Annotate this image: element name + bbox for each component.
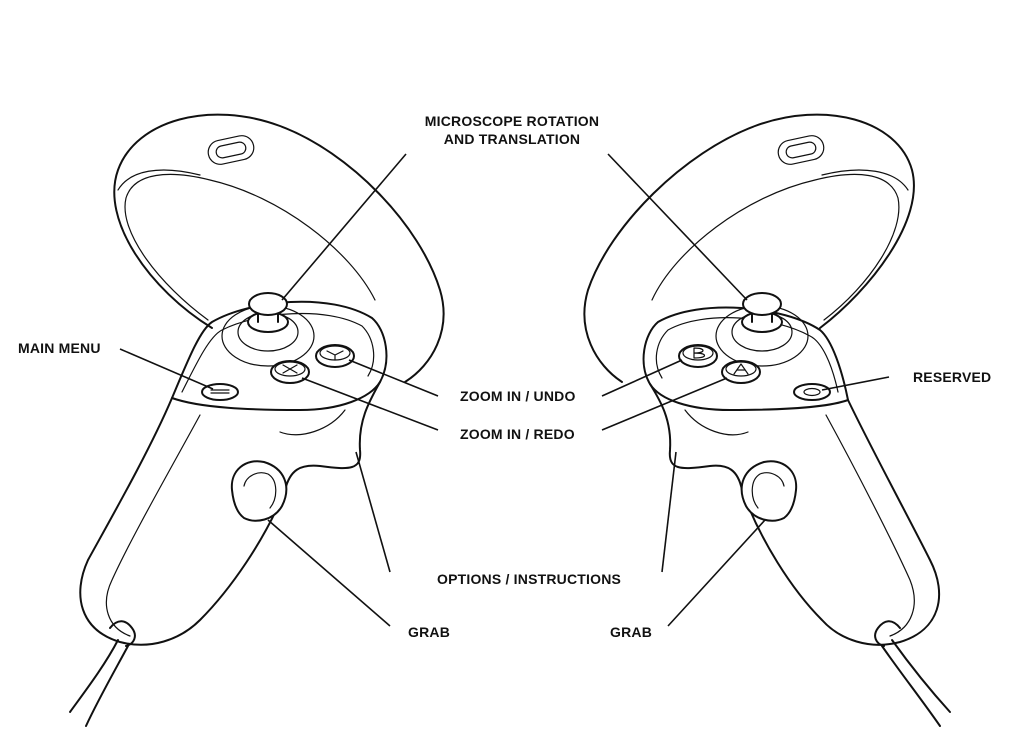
right-vr-controller-icon xyxy=(583,113,951,727)
leader-zoom-undo-left xyxy=(348,359,439,397)
leader-lines xyxy=(119,153,890,627)
leader-main-menu xyxy=(119,348,214,390)
leader-microscope-right xyxy=(607,153,748,301)
leader-grab-left xyxy=(267,519,391,627)
leader-options-right xyxy=(661,451,677,573)
microscope-label-line2: AND TRANSLATION xyxy=(443,131,581,147)
leader-reserved xyxy=(821,376,890,391)
zoom-redo-label: ZOOM IN / REDO xyxy=(460,426,575,442)
reserved-label: RESERVED xyxy=(913,369,992,385)
leader-options-left xyxy=(355,451,391,573)
leader-zoom-redo-left xyxy=(301,377,439,431)
main-menu-label: MAIN MENU xyxy=(18,340,101,356)
left-vr-controller-icon xyxy=(69,113,445,727)
leader-grab-right xyxy=(667,519,766,627)
zoom-undo-label: ZOOM IN / UNDO xyxy=(460,388,576,404)
leader-zoom-undo-right xyxy=(601,359,683,397)
grab-right-label: GRAB xyxy=(610,624,653,640)
options-label: OPTIONS / INSTRUCTIONS xyxy=(437,571,622,587)
leader-zoom-redo-right xyxy=(601,377,728,431)
grab-left-label: GRAB xyxy=(408,624,451,640)
leader-microscope-left xyxy=(281,153,407,301)
microscope-label: MICROSCOPE ROTATION AND TRANSLATION xyxy=(412,112,612,148)
microscope-label-line1: MICROSCOPE ROTATION xyxy=(424,113,600,129)
